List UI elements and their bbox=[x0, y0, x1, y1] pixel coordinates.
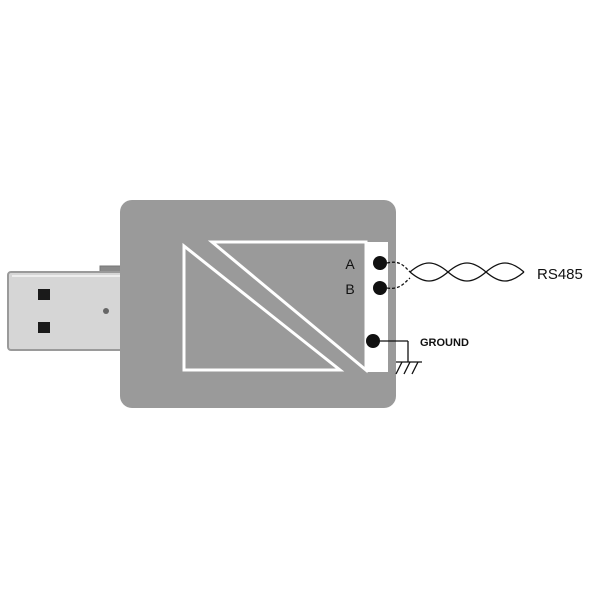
usb-plug-hole-bottom bbox=[38, 322, 50, 333]
bus-label: RS485 bbox=[537, 266, 583, 283]
cable-a-lead bbox=[386, 261, 411, 273]
ground-symbol-icon bbox=[395, 361, 422, 375]
twisted-wire-2 bbox=[409, 262, 525, 282]
isolation-triangle-lower bbox=[182, 242, 345, 372]
usb-plug-icon bbox=[7, 265, 125, 351]
usb-plug-detail bbox=[103, 308, 109, 314]
terminal-a-label: A bbox=[345, 256, 355, 272]
terminal-b-dot bbox=[373, 281, 387, 295]
usb-plug-hole-top bbox=[38, 289, 50, 300]
ground-wiring bbox=[373, 340, 409, 362]
ground-label: GROUND bbox=[420, 337, 469, 349]
cable-b-lead bbox=[386, 277, 411, 289]
twisted-wire-1 bbox=[409, 262, 525, 282]
terminal-a-dot bbox=[373, 256, 387, 270]
terminal-b-label: B bbox=[345, 281, 354, 297]
twisted-pair-cable-icon bbox=[386, 261, 525, 289]
